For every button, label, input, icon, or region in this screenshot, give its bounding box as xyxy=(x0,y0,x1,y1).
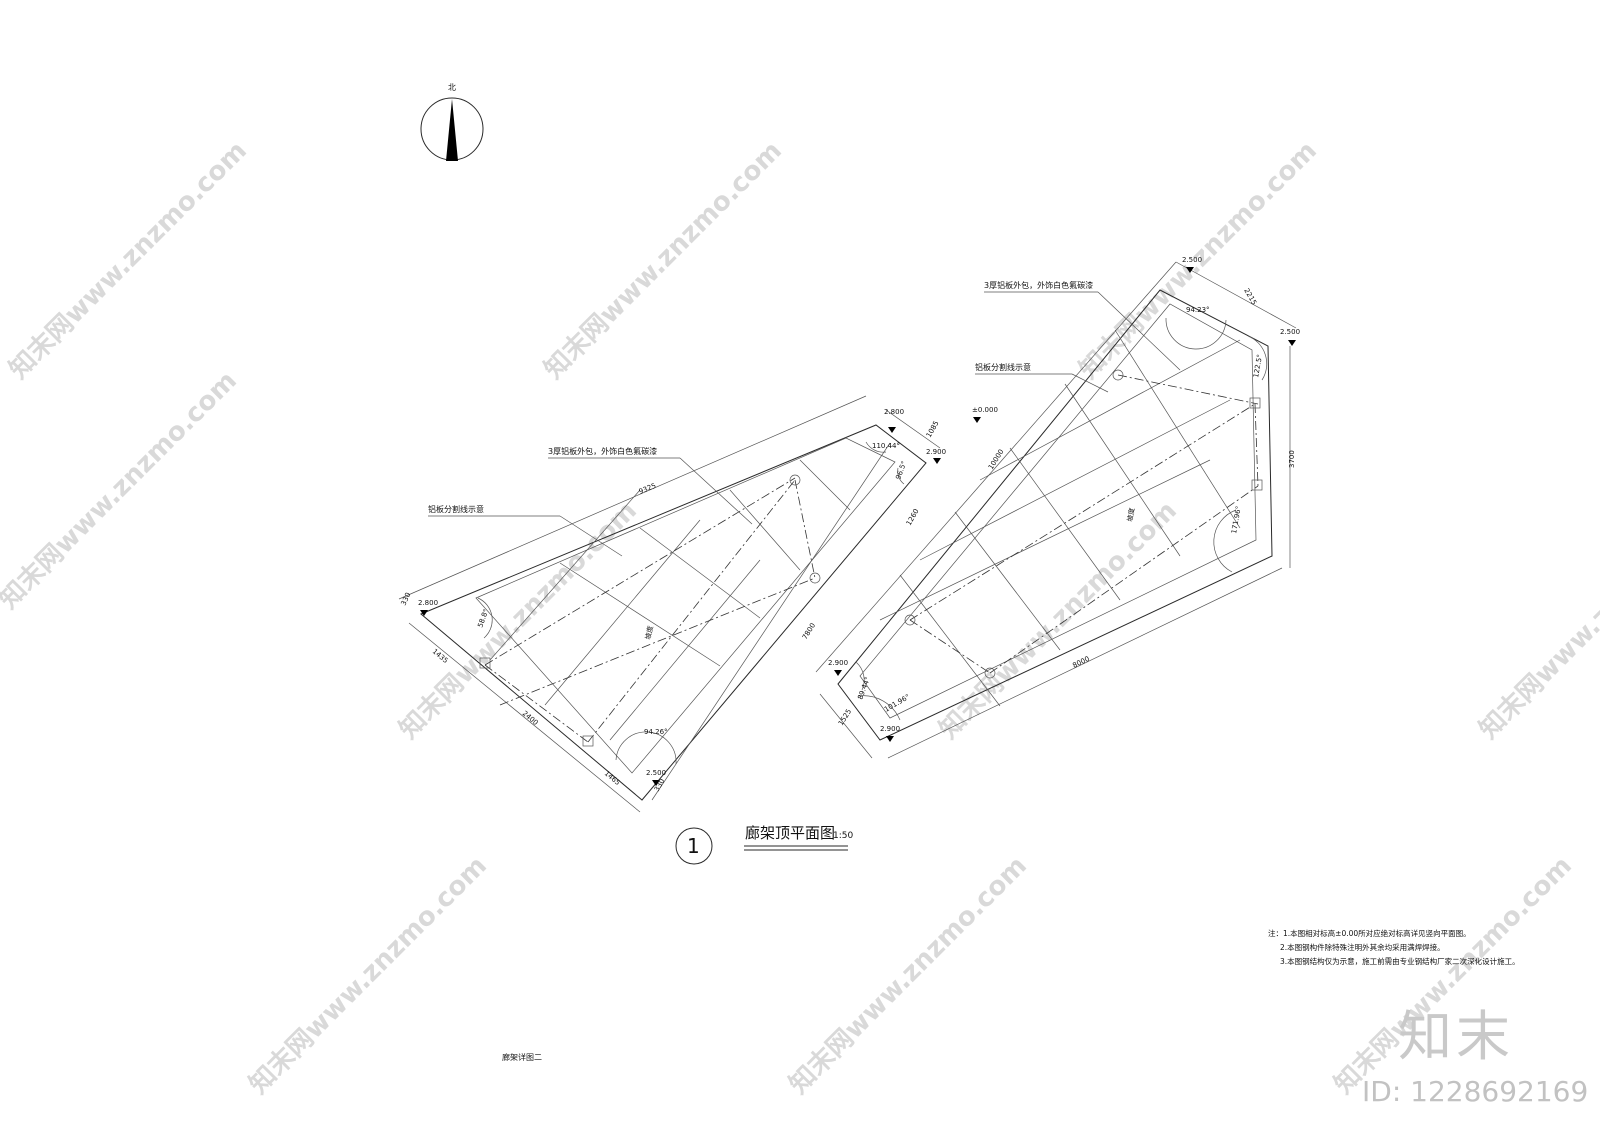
left-dimension: 1085 xyxy=(925,420,941,439)
left-angle: 94.26° xyxy=(644,728,668,736)
left-elevation: 2.900 xyxy=(926,448,946,456)
left-dimension: 330 xyxy=(653,777,667,793)
right-dimension: 8000 xyxy=(1071,655,1091,670)
watermark-text: 知末网www.znzmo.com xyxy=(394,496,643,745)
left-elevation: 2.800 xyxy=(418,599,438,607)
right-dimension: 3700 xyxy=(1288,450,1296,468)
left-angle: 58.8° xyxy=(476,608,490,629)
left-angle: 110.44° xyxy=(872,442,900,450)
left-dimension: 1260 xyxy=(905,508,921,527)
watermark-text: 知末网www.znzmo.com xyxy=(1474,496,1600,745)
right-slope-label: 坡度 xyxy=(1125,507,1136,522)
drawing-title-text: 廊架顶平面图 xyxy=(745,824,835,842)
right-angle: 101.96° xyxy=(883,693,911,714)
left-dimension: 1435 xyxy=(431,647,450,665)
left-roof-inner-outline xyxy=(475,437,896,774)
general-notes: 注：1.本图相对标高±0.00所对应绝对标高详见竖向平面图。 2.本图钢构件除特… xyxy=(1268,928,1520,966)
left-dimension: 9325 xyxy=(638,482,658,496)
right-callout-panel-lines: 铝板分割线示意 xyxy=(975,362,1031,372)
left-trellis-plan: 3厚铝板外包，外饰白色氟碳漆 铝板分割线示意 2.800 2.900 2.800… xyxy=(398,395,946,813)
north-arrow: 北 xyxy=(420,83,484,161)
north-label: 北 xyxy=(448,83,456,92)
note-line: 2.本图钢构件除特殊注明外其余均采用满焊焊接。 xyxy=(1280,942,1445,952)
watermark-text: 知末网www.znzmo.com xyxy=(0,366,243,615)
left-elevation: 2.800 xyxy=(884,408,904,416)
left-dimension: 2400 xyxy=(521,709,540,727)
left-dimension: 7800 xyxy=(801,622,817,641)
right-trellis-plan: 3厚铝板外包，外饰白色氟碳漆 铝板分割线示意 ±0.000 2.500 2.50… xyxy=(815,256,1300,759)
watermark-layer: 知末网www.znzmo.com 知末网www.znzmo.com 知末网www… xyxy=(0,136,1600,1100)
left-dimension: 1465 xyxy=(603,769,622,787)
right-angle: 122.5° xyxy=(1252,354,1264,379)
left-slope-label: 坡度 xyxy=(643,625,655,641)
drawing-scale: 1:50 xyxy=(833,831,853,841)
right-callout-cladding: 3厚铝板外包，外饰白色氟碳漆 xyxy=(984,280,1093,290)
left-angle: 96.5° xyxy=(894,460,908,481)
right-elevation: 2.500 xyxy=(1280,328,1300,336)
image-id-label: ID: 1228692169 xyxy=(1362,1075,1589,1108)
right-elevation: 2.900 xyxy=(828,659,848,667)
left-elevation: 2.500 xyxy=(646,769,666,777)
right-roof-inner-outline xyxy=(859,303,1257,719)
note-line: 3.本图钢结构仅为示意，施工前需由专业钢结构厂家二次深化设计施工。 xyxy=(1280,956,1520,966)
right-dimension: 1525 xyxy=(837,708,853,727)
right-dimension: 2215 xyxy=(1242,287,1258,306)
right-roof-outline xyxy=(837,289,1273,741)
watermark-text: 知末网www.znzmo.com xyxy=(784,851,1033,1100)
note-line: 注：1.本图相对标高±0.00所对应绝对标高详见竖向平面图。 xyxy=(1268,928,1471,938)
elevation-datum: ±0.000 xyxy=(972,406,998,414)
drawing-number: 1 xyxy=(687,834,700,858)
right-angle: 89.44° xyxy=(856,676,872,701)
right-elevation: 2.900 xyxy=(880,725,900,733)
right-angle: 94.23° xyxy=(1186,306,1210,314)
drawing-title: 1 廊架顶平面图 1:50 xyxy=(675,824,853,865)
brand-logo: 知末 xyxy=(1398,1005,1514,1068)
left-roof-outline xyxy=(420,424,927,801)
watermark-text: 知末网www.znzmo.com xyxy=(539,136,788,385)
right-elevation: 2.500 xyxy=(1182,256,1202,264)
sheet-label: 廊架详图二 xyxy=(502,1052,542,1062)
left-callout-cladding: 3厚铝板外包，外饰白色氟碳漆 xyxy=(548,446,657,456)
watermark-text: 知末网www.znzmo.com xyxy=(4,136,253,385)
watermark-text: 知末网www.znzmo.com xyxy=(244,851,493,1100)
left-callout-panel-lines: 铝板分割线示意 xyxy=(428,504,484,514)
right-angle: 171.96° xyxy=(1230,505,1243,534)
